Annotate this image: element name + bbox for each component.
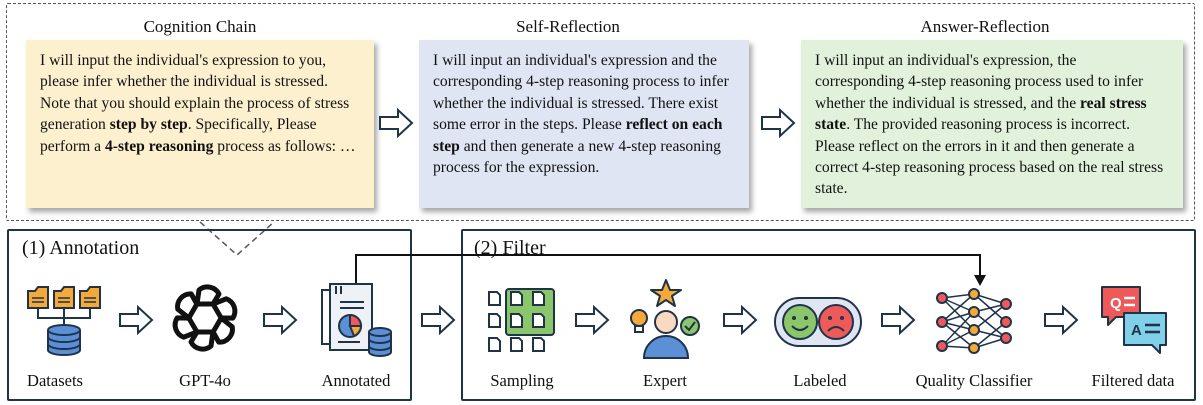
prompt-text: process as follows: … [213,137,356,155]
cognition-chain-title: Cognition Chain [143,17,257,36]
arrow-icon [881,304,916,336]
labeled-label: Labeled [793,371,847,390]
datasets-icon [27,286,101,356]
self-reflection-prompt: I will input an individual's expression … [419,40,749,208]
annotated-label: Annotated [321,371,391,390]
qa-chat-icon: Q A [1101,286,1167,354]
arrow-icon [575,304,610,336]
annotation-section [7,229,412,401]
prompt-emphasis: step by step [109,116,188,134]
arrow-icon [119,304,154,336]
prompt-emphasis: 4-step reasoning [104,137,214,155]
quality-classifier-label: Quality Classifier [915,371,1033,390]
prompt-emphasis: real stress state [815,94,1147,134]
prompt-emphasis: reflect on each step [433,116,723,155]
datasets-label: Datasets [27,371,83,390]
expert-icon [630,279,700,359]
self-reflection-title: Self-Reflection [516,17,620,36]
cognition-chain-prompt: I will input the individual's expression… [26,40,374,208]
prompt-text: and then generate a new 4-step reasoning… [433,137,721,177]
prompt-text: I will input an individual's expression,… [815,52,1144,112]
prompt-text: I will input an individual's expression … [433,52,729,134]
a-letter: A [1131,322,1142,339]
arrow-icon [723,304,758,336]
filter-label: (2) Filter [474,237,546,259]
labeled-faces-icon [774,297,862,347]
arrow-icon [263,304,298,336]
annotation-label: (1) Annotation [22,237,140,259]
filter-section [461,229,1196,401]
prompt-frame [6,3,1195,221]
arrow-icon [379,107,414,139]
prompt-text: I will input the individual's expression… [40,52,350,134]
neural-network-icon [936,288,1012,354]
arrow-icon [761,107,796,139]
prompt-text: . Specifically, Please perform a [40,116,317,155]
expert-label: Expert [643,371,687,390]
annotated-document-icon [321,283,392,357]
arrow-icon [421,304,456,336]
arrow-icon [1044,304,1079,336]
answer-reflection-title: Answer-Reflection [920,17,1050,36]
sampling-grid-icon [488,288,555,352]
answer-reflection-prompt: I will input an individual's expression,… [801,40,1183,208]
prompt-text: . The provided reasoning process is inco… [815,116,1164,198]
gpt-4o-label: GPT-4o [179,371,231,390]
filtered-data-label: Filtered data [1091,371,1175,390]
q-letter: Q [1110,295,1122,312]
gpt-4o-icon [172,284,238,352]
sampling-label: Sampling [490,371,554,390]
